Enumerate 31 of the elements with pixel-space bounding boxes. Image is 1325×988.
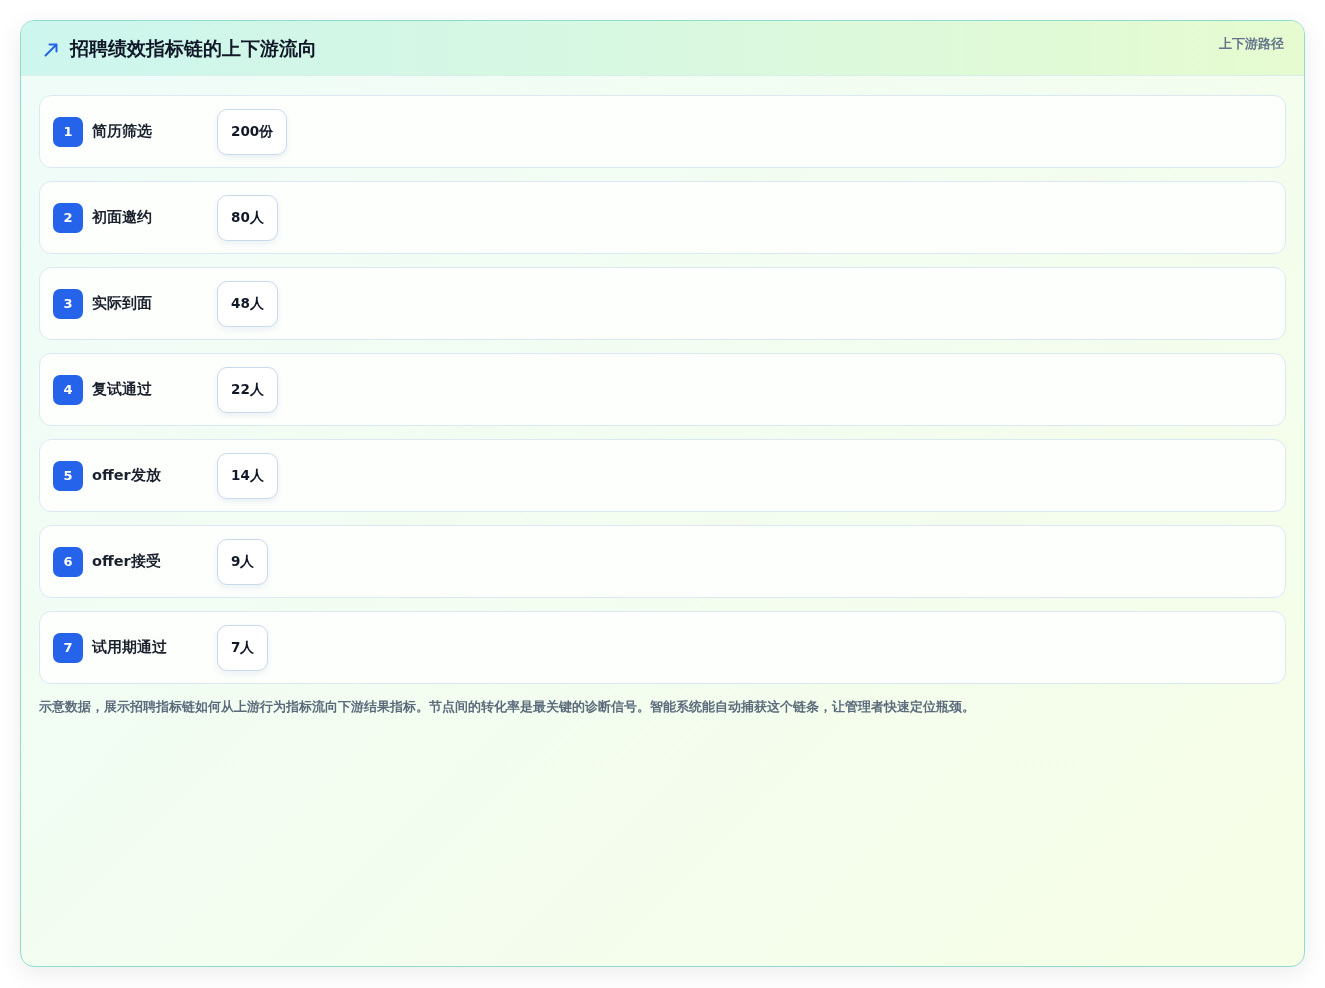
count-tag: 9人: [217, 538, 269, 585]
header-note: 上下游路径: [1219, 36, 1284, 53]
step-number: 4: [53, 374, 83, 405]
count-tag: 22人: [217, 366, 278, 413]
step-number: 6: [53, 546, 83, 577]
count-tag: 48人: [217, 280, 278, 327]
step-card: [39, 525, 1286, 598]
step-name: offer发放: [92, 466, 162, 485]
step-number: 5: [53, 460, 83, 491]
step-name: 简历筛选: [92, 122, 153, 141]
count-tag: 80人: [217, 194, 278, 241]
step-name: 实际到面: [92, 294, 153, 313]
step-number: 7: [53, 632, 83, 663]
step-card: [39, 353, 1286, 426]
step-card: [39, 95, 1286, 168]
step-number: 2: [53, 202, 83, 233]
step-number: 3: [53, 288, 83, 319]
footnote: 示意数据，展示招聘指标链如何从上游行为指标流向下游结果指标。节点间的转化率是最关键的诊断信号。智能系统能自动捕获这个链条，让管理者快速定位瓶颈。: [39, 699, 975, 716]
count-tag: 14人: [217, 452, 278, 499]
step-name: 复试通过: [92, 380, 153, 399]
count-tag: 7人: [217, 624, 269, 671]
step-number: 1: [53, 116, 83, 147]
step-name: 初面邀约: [92, 208, 153, 227]
step-card: [39, 267, 1286, 340]
step-card: [39, 181, 1286, 254]
step-name: 试用期通过: [92, 638, 168, 657]
step-card: [39, 611, 1286, 684]
step-name: offer接受: [92, 552, 162, 571]
count-tag: 200份: [217, 108, 288, 155]
step-card: [39, 439, 1286, 512]
card-title: 招聘绩效指标链的上下游流向: [70, 36, 317, 61]
